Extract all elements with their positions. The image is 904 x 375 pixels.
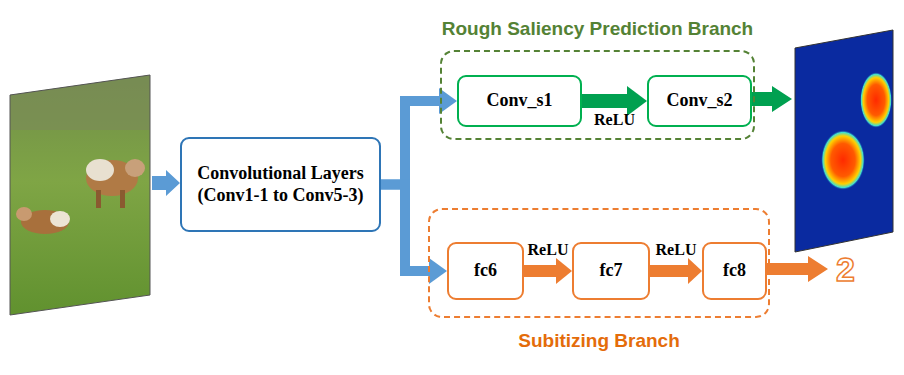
- activation-label: ReLU: [594, 111, 635, 129]
- output-arrow: [752, 86, 792, 112]
- process-box: Convolutional Layers (Conv1-1 to Conv5-3…: [180, 137, 381, 232]
- flow-arrow: [524, 258, 572, 284]
- input-photo: [0, 60, 160, 330]
- box-label: fc6: [468, 260, 503, 282]
- branch-title: Rough Saliency Prediction Branch: [442, 18, 753, 40]
- arrow-head: [556, 258, 572, 284]
- process-box: fc6: [447, 242, 524, 300]
- count-arrow: [766, 256, 828, 282]
- flow-arrow: [650, 258, 702, 284]
- process-box: fc7: [572, 242, 650, 300]
- arrow-head: [688, 258, 702, 284]
- arrow-shaft: [381, 185, 429, 272]
- count-output: 2: [836, 252, 855, 286]
- box-label: fc7: [594, 260, 629, 282]
- box-label: fc8: [717, 260, 752, 282]
- activation-label: ReLU: [656, 241, 697, 259]
- branch-group: Subitizing Branchfc6fc7fc8: [428, 208, 770, 318]
- arrow-shaft: [381, 101, 439, 185]
- saliency-map: [790, 25, 900, 260]
- box-label: Convolutional Layers (Conv1-1 to Conv5-3…: [182, 163, 379, 206]
- arrow-shaft: [524, 265, 556, 277]
- flow-arrow: [381, 185, 447, 285]
- box-label: Conv_s2: [660, 90, 738, 112]
- activation-label: ReLU: [528, 241, 569, 259]
- process-box: Conv_s1: [457, 75, 582, 127]
- branch-title: Subitizing Branch: [518, 330, 680, 352]
- process-box: fc8: [702, 242, 767, 300]
- arrow-shaft: [582, 94, 627, 108]
- box-label: Conv_s1: [480, 90, 558, 112]
- flow-arrow: [381, 88, 457, 185]
- arrow-head: [429, 258, 447, 284]
- arrow-shaft: [650, 265, 688, 277]
- input-arrow: [152, 170, 180, 196]
- process-box: Conv_s2: [647, 75, 752, 127]
